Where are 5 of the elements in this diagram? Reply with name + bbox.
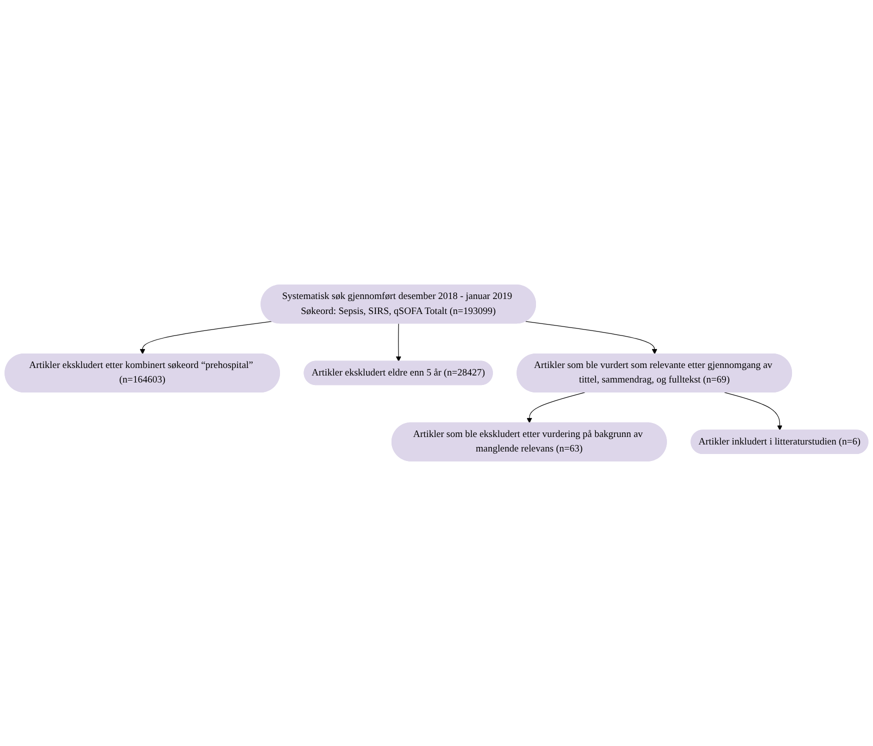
arrow [724, 392, 782, 431]
arrow [396, 323, 402, 362]
arrow [140, 321, 272, 354]
arrow [526, 392, 586, 424]
arrow [525, 321, 658, 354]
